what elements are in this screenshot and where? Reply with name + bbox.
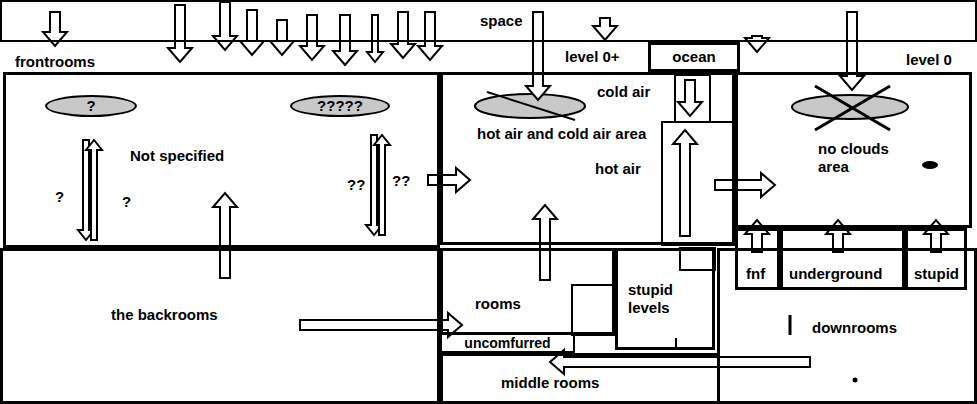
decor-arrow — [270, 20, 294, 55]
level-box: stupid — [905, 228, 967, 290]
air-column — [675, 75, 710, 122]
region-box: rooms — [440, 248, 615, 335]
cloud-shape: ? — [45, 95, 137, 117]
block-arrow — [826, 220, 850, 252]
decor-arrow — [745, 36, 769, 52]
free-label: ? — [55, 188, 64, 206]
level-box: stupid levels — [615, 248, 715, 350]
node-body: hot air and cold air area — [477, 125, 652, 143]
free-label: ?? — [347, 176, 365, 194]
decor-arrow — [300, 15, 324, 60]
decor-arrow — [168, 5, 192, 62]
slash-line — [487, 92, 575, 120]
decor-arrow — [333, 15, 357, 65]
level-band: uncomfurred — [440, 333, 575, 353]
block-arrow — [213, 193, 237, 278]
node-title: middle rooms — [501, 374, 599, 392]
region-box: downrooms — [717, 248, 977, 404]
block-arrow — [526, 12, 550, 100]
cross-line — [815, 86, 890, 130]
decor-arrow — [367, 15, 383, 62]
node-title: ocean — [672, 48, 715, 66]
dot — [853, 378, 858, 383]
small-box — [680, 248, 715, 270]
region-box: ??????frontroomsNot specified — [3, 72, 440, 248]
node-title: rooms — [475, 295, 521, 313]
decor-arrow — [213, 2, 237, 50]
region-box: level 0+hot air and cold air area — [440, 72, 735, 245]
node-title: ? — [86, 97, 95, 115]
space-band: space — [0, 0, 977, 42]
node-title: level 0+ — [565, 48, 620, 66]
decor-arrow — [374, 135, 390, 235]
level-box: fnf — [735, 228, 780, 290]
region-box: the backrooms — [0, 248, 440, 404]
decor-arrow — [418, 12, 442, 60]
decor-arrow — [673, 130, 697, 236]
decor-arrow — [678, 80, 702, 116]
block-arrow — [550, 350, 810, 374]
level-box: underground — [780, 228, 905, 290]
node-title: the backrooms — [111, 306, 218, 324]
decor-arrow — [391, 12, 415, 58]
node-title: space — [480, 12, 523, 30]
scribble — [675, 338, 677, 348]
node-title: downrooms — [812, 319, 897, 337]
free-label: cold air — [597, 83, 650, 101]
cross-line — [815, 86, 890, 130]
node-title: underground — [789, 265, 882, 283]
scribble — [789, 315, 792, 335]
cloud-shape: ????? — [290, 95, 390, 117]
block-arrow — [43, 12, 67, 46]
decor-arrow — [240, 10, 264, 55]
node-title: level 0 — [906, 51, 952, 69]
free-label: ?? — [392, 172, 410, 190]
block-arrow — [840, 12, 864, 90]
block-arrow — [428, 168, 470, 192]
decor-arrow — [86, 140, 102, 240]
node-title: stupid levels — [628, 281, 708, 317]
block-arrow — [533, 205, 557, 280]
decor-arrow — [593, 18, 617, 40]
free-label: hot air — [595, 160, 641, 178]
node-title: frontrooms — [15, 53, 95, 71]
region-box: middle rooms — [440, 353, 720, 404]
blob — [922, 161, 938, 169]
small-box — [572, 285, 615, 335]
region-box: level 0no clouds area — [735, 72, 972, 228]
block-arrow — [715, 173, 775, 197]
node-title: fnf — [746, 265, 765, 283]
node-title: ????? — [317, 97, 363, 115]
node-title: stupid — [914, 265, 959, 283]
free-label: ? — [122, 193, 131, 211]
block-arrow — [924, 220, 948, 252]
node-body: Not specified — [130, 147, 224, 165]
block-arrow — [300, 313, 462, 337]
block-arrow — [745, 220, 769, 252]
node-title: uncomfurred — [464, 335, 550, 351]
ocean-box: ocean — [648, 42, 740, 72]
node-body: no clouds area — [818, 140, 913, 176]
